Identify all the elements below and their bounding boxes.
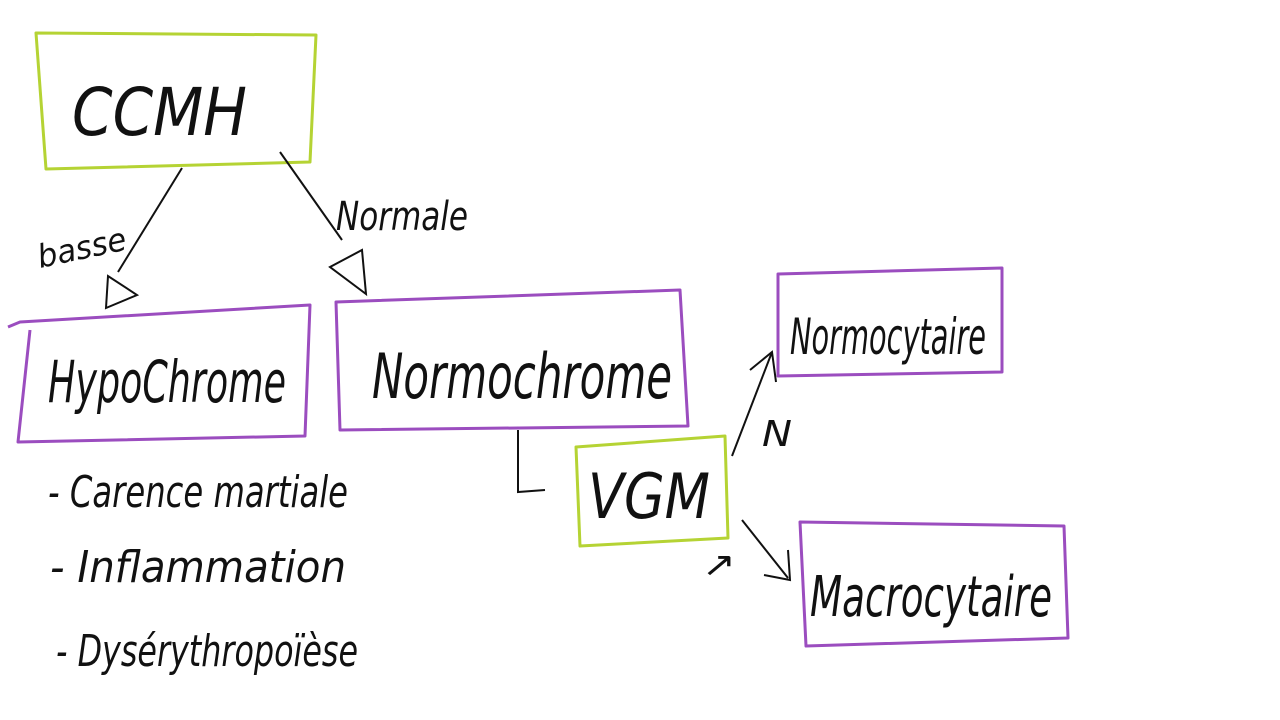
vgm-box xyxy=(574,434,730,548)
hypochrome-label: HypoChrome xyxy=(48,348,286,416)
normochrome-node: Normochrome xyxy=(334,288,690,432)
connector-normochrome-to-vgm xyxy=(517,430,546,494)
edge-label-vgm-normal: N xyxy=(762,414,792,455)
normocytaire-node: Normocytaire xyxy=(776,266,1004,378)
normochrome-label: Normochrome xyxy=(372,340,672,413)
arrow-head xyxy=(328,248,368,297)
edge-label-basse: basse xyxy=(34,220,130,276)
ccmh-label: CCMH xyxy=(72,74,247,151)
vgm-node: VGM xyxy=(574,434,730,548)
cause-item: - Inflammation xyxy=(50,542,346,593)
hypochrome-box xyxy=(7,303,312,444)
arrow-head xyxy=(749,350,777,383)
ccmh-node: CCMH xyxy=(34,31,318,171)
normocytaire-label: Normocytaire xyxy=(790,308,986,366)
ccmh-box xyxy=(34,31,318,171)
normochrome-box xyxy=(334,288,690,432)
arrow-head xyxy=(763,549,792,582)
normocytaire-box xyxy=(776,266,1004,378)
cause-item: - Dysérythropoïèse xyxy=(56,626,358,677)
arrow-vgm-to-macrocytaire: ↗ xyxy=(702,519,792,585)
edge-label-vgm-high: ↗ xyxy=(702,545,736,585)
arrow-head xyxy=(104,274,140,310)
hypochrome-node: HypoChrome xyxy=(7,303,312,444)
macrocytaire-label: Macrocytaire xyxy=(810,565,1052,630)
macrocytaire-box xyxy=(798,520,1070,648)
arrow-line xyxy=(731,351,773,457)
arrow-line xyxy=(279,151,343,241)
arrow-ccmh-to-normochrome: Normale xyxy=(279,151,468,297)
arrow-vgm-to-normocytaire: N xyxy=(731,350,792,457)
cause-item: - Carence martiale xyxy=(48,467,348,518)
arrow-line xyxy=(117,167,183,273)
arrow-line xyxy=(741,519,789,579)
macrocytaire-node: Macrocytaire xyxy=(798,520,1070,648)
edge-label-normale: Normale xyxy=(336,194,468,240)
hypochrome-causes-list: - Carence martiale - Inflammation - Dysé… xyxy=(48,467,358,677)
arrow-ccmh-to-hypochrome: basse xyxy=(34,167,183,310)
vgm-label: VGM xyxy=(588,460,710,533)
